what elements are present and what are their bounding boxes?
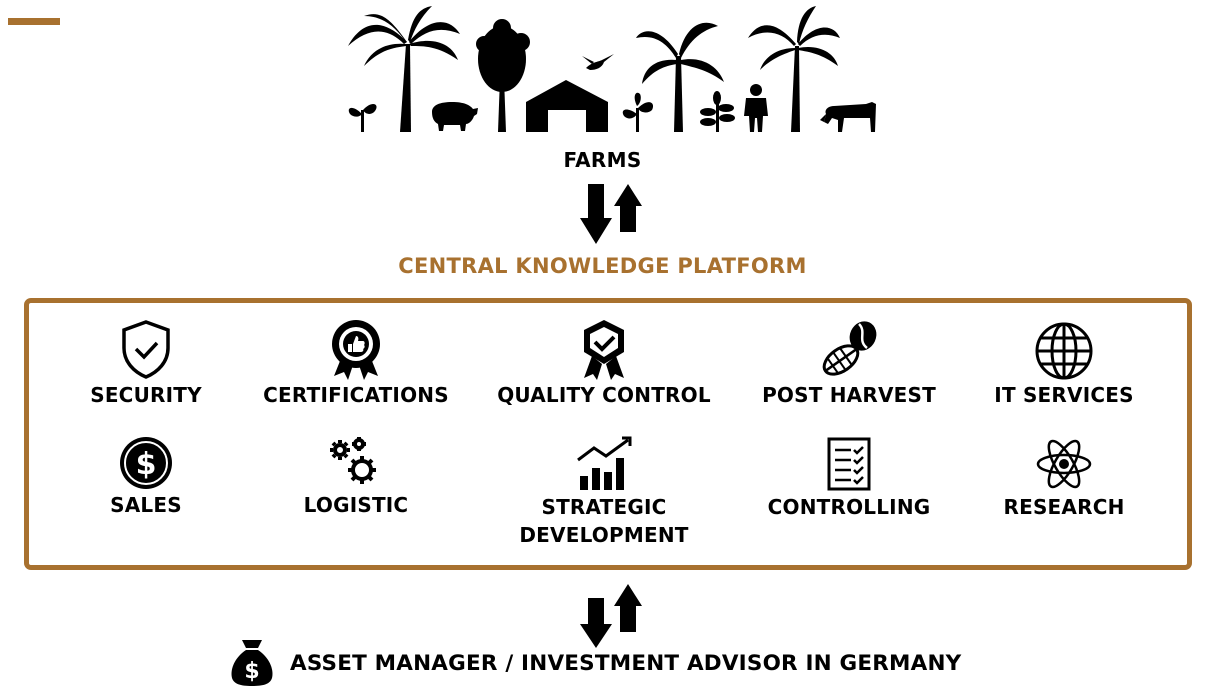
bidirectional-arrows-icon [580,184,642,244]
service-logistic: LOGISTIC [236,436,476,520]
deciduous-tree-icon [476,19,530,132]
platform-box [24,298,1192,570]
gears-icon [330,437,376,484]
service-label: SALES [110,493,182,517]
banana-plant-icon [636,22,724,132]
dollar-coin-icon: $ [120,437,172,489]
checklist-icon [827,437,871,491]
service-quality-control: QUALITY CONTROL [484,318,724,410]
service-it-services: IT SERVICES [944,318,1184,410]
accent-bar [8,18,60,25]
cow-icon [820,102,876,132]
advisor-row: $ ASSET MANAGER / INVESTMENT ADVISOR IN … [0,634,1205,690]
palm-tree-icon [348,6,460,132]
platform-title: CENTRAL KNOWLEDGE PLATFORM [398,254,807,278]
service-post-harvest: POST HARVEST [729,318,969,410]
money-bag-icon: $ [231,640,273,686]
service-label: POST HARVEST [762,383,936,407]
advisor-label: ASSET MANAGER / INVESTMENT ADVISOR IN GE… [290,651,962,676]
small-plant-icon [622,92,654,132]
service-security: SECURITY [26,318,266,410]
service-label: CONTROLLING [767,495,931,519]
farm-illustration [348,6,876,132]
award-badge-icon [332,320,380,380]
service-label: IT SERVICES [994,383,1134,407]
atom-icon [1036,439,1092,489]
svg-text:$: $ [136,447,157,482]
seedling-icon [348,103,377,132]
service-label: SECURITY [90,383,202,407]
service-label-line1: STRATEGIC [541,495,667,519]
globe-icon [1035,322,1093,380]
svg-text:$: $ [244,659,259,684]
pig-icon [432,102,478,131]
farms-label: FARMS [563,148,642,172]
service-label: RESEARCH [1003,495,1125,519]
service-label: CERTIFICATIONS [263,383,449,407]
shield-check-icon [122,320,170,379]
farmer-icon [744,84,768,132]
service-label: QUALITY CONTROL [497,383,711,407]
barn-icon [526,80,608,132]
growth-chart-icon [577,436,632,490]
service-label-line2: DEVELOPMENT [519,523,689,547]
bidirectional-arrows-icon [580,584,642,648]
quality-badge-icon [584,320,624,380]
service-research: RESEARCH [944,436,1184,522]
hummingbird-icon [582,54,614,70]
service-sales: $ SALES [26,436,266,520]
palm-tree-icon [748,6,840,132]
service-controlling: CONTROLLING [729,436,969,522]
cocoa-bean-icon [822,321,877,376]
service-certifications: CERTIFICATIONS [236,318,476,410]
herb-plant-icon [700,91,735,132]
service-strategic-development: STRATEGIC DEVELOPMENT [484,436,724,550]
service-label: LOGISTIC [303,493,409,517]
